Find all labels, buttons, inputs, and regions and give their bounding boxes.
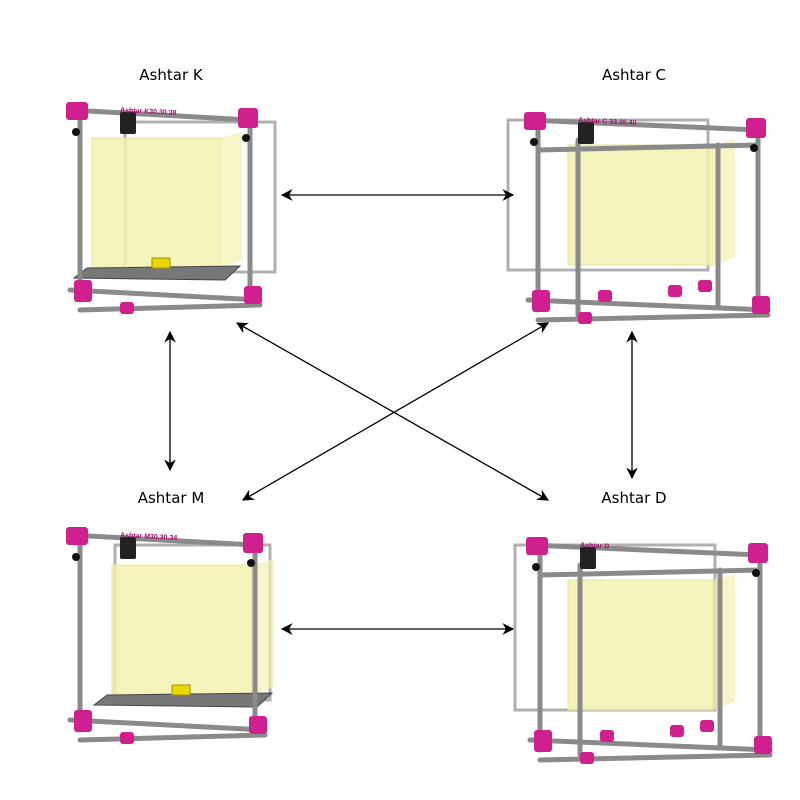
stepper-motor — [120, 112, 136, 134]
printed-bracket — [243, 533, 263, 553]
frame-label-k: Ashtar K30.30.38 — [120, 107, 177, 117]
pulley-wheel — [530, 138, 538, 146]
pulley-wheel — [752, 569, 760, 577]
printer-c-model: Ashtar C 33.35.40 — [506, 112, 771, 324]
printed-boat — [171, 684, 191, 696]
printed-bracket — [66, 527, 88, 545]
frame-top-rail — [67, 532, 258, 548]
frame-top-rail — [537, 567, 763, 578]
printed-bracket — [532, 290, 550, 312]
printed-bracket — [244, 286, 262, 304]
printed-bracket — [754, 736, 772, 754]
title-ashtar-m: Ashtar M — [137, 489, 205, 507]
build-volume — [567, 579, 714, 711]
build-volume — [111, 564, 253, 696]
stepper-motor — [578, 122, 594, 144]
printed-bracket — [598, 290, 612, 302]
printed-bracket — [748, 543, 768, 563]
printed-bracket — [74, 710, 92, 732]
printed-bracket — [752, 296, 770, 314]
printed-bracket — [670, 725, 684, 737]
frame-bottom-rail — [67, 287, 263, 303]
pulley-wheel — [750, 144, 758, 152]
frame-top-rail — [67, 107, 253, 123]
frame-bottom-rail — [525, 297, 771, 313]
frame-label-c: Ashtar C 33.35.40 — [578, 117, 637, 127]
printed-bracket — [534, 730, 552, 752]
title-ashtar-d: Ashtar D — [601, 489, 667, 507]
frame-bottom-rail — [77, 732, 268, 743]
pulley-wheel — [247, 559, 255, 567]
printed-bracket — [249, 716, 267, 734]
frame-bottom-rail — [527, 737, 773, 753]
printed-bracket — [668, 285, 682, 297]
frame-bottom-rail — [535, 312, 771, 323]
pulley-wheel — [72, 553, 80, 561]
title-ashtar-c: Ashtar C — [601, 66, 667, 84]
pulley-wheel — [72, 128, 80, 136]
stepper-motor — [120, 537, 136, 559]
frame-top-rail — [535, 142, 761, 153]
frame-label-d: Ashtar D — [580, 542, 610, 551]
printer-m-model: Ashtar M30.30.34 — [66, 527, 274, 744]
printed-bracket — [120, 302, 134, 314]
printed-bracket — [74, 280, 92, 302]
build-volume — [567, 144, 714, 266]
frame-bottom-rail — [77, 302, 263, 313]
printed-bracket — [238, 108, 258, 128]
frame-label-m: Ashtar M30.30.34 — [120, 532, 178, 542]
printed-bracket — [580, 752, 594, 764]
frame-top-rail — [525, 117, 761, 133]
frame-top-rail — [527, 542, 763, 558]
printed-bracket — [66, 102, 88, 120]
pulley-wheel — [242, 134, 250, 142]
printed-bracket — [698, 280, 712, 292]
build-volume-side — [713, 574, 735, 710]
pulley-wheel — [532, 563, 540, 571]
arrow-c-m — [241, 322, 550, 501]
build-volume-side — [220, 132, 242, 268]
printed-bracket — [600, 730, 614, 742]
printed-bracket — [746, 118, 766, 138]
printed-bracket — [578, 312, 592, 324]
printer-k-model: Ashtar K30.30.38 — [66, 102, 277, 314]
printed-bracket — [700, 720, 714, 732]
stepper-motor — [580, 547, 596, 569]
printed-boat — [151, 257, 171, 269]
printed-bracket — [120, 732, 134, 744]
printed-bracket — [524, 112, 546, 130]
title-ashtar-k: Ashtar K — [139, 66, 203, 84]
printer-d-model: Ashtar D — [513, 537, 773, 764]
frame-bottom-rail — [537, 752, 773, 763]
frame-bottom-rail — [67, 717, 268, 733]
printed-bracket — [526, 537, 548, 555]
build-volume — [91, 137, 221, 269]
